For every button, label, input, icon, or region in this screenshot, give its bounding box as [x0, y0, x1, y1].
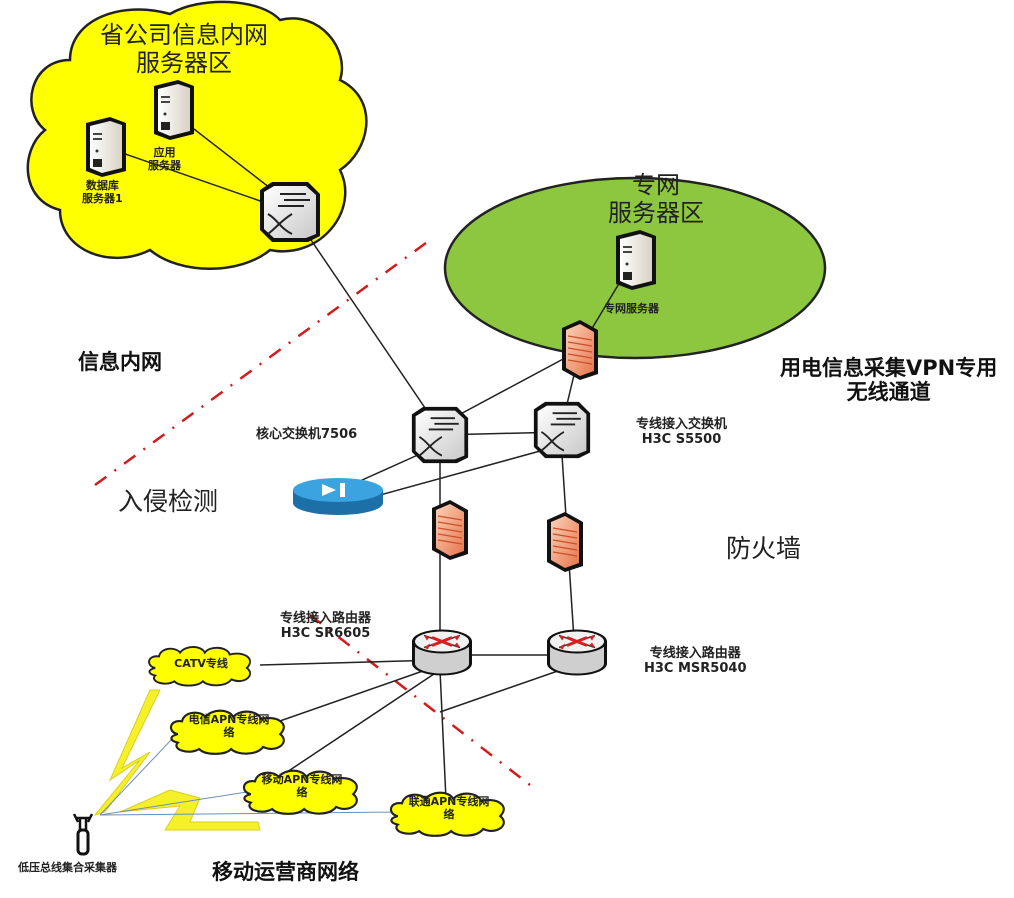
- router-right-icon[interactable]: [545, 627, 609, 678]
- router-left-label: 专线接入路由器 H3C SR6605: [280, 611, 372, 642]
- db-server-icon[interactable]: [86, 117, 126, 177]
- db-server-label-line1: 数据库: [85, 179, 119, 192]
- app-server-label: 应用 服务器: [148, 146, 181, 172]
- province-zone-title: 省公司信息内网 服务器区: [100, 21, 268, 77]
- cloud-telecom-label-line2: 络: [223, 725, 235, 739]
- wireless-links: [93, 689, 261, 831]
- access-switch-label-line2: H3C S5500: [641, 431, 722, 447]
- province-zone-title-line1: 省公司信息内网: [100, 21, 268, 49]
- firewall-top-icon[interactable]: [561, 319, 599, 381]
- cloud-unicom-label: 联通APN专线网 络: [385, 795, 513, 821]
- mobile-operator-label: 移动运营商网络: [212, 860, 359, 884]
- access-switch-label: 专线接入交换机 H3C S5500: [636, 417, 728, 448]
- core-switch-icon[interactable]: [410, 405, 470, 465]
- cloud-telecom-label: 电信APN专线网 络: [165, 713, 293, 739]
- cloud-unicom-label-line2: 络: [443, 807, 455, 821]
- app-server-label-line1: 应用: [153, 146, 176, 159]
- firewall-left-icon[interactable]: [431, 499, 469, 561]
- province-zone-title-line2: 服务器区: [136, 48, 232, 77]
- private-server-icon[interactable]: [616, 230, 656, 290]
- db-server-label-line2: 服务器1: [82, 191, 123, 205]
- ids-icon[interactable]: [293, 478, 383, 515]
- core-switch-label: 核心交换机7506: [256, 427, 358, 442]
- cloud-mobile-label-line1: 移动APN专线网: [261, 773, 343, 786]
- cloud-catv-label-line1: CATV专线: [174, 657, 228, 670]
- router-right-label: 专线接入路由器 H3C MSR5040: [644, 646, 747, 677]
- vpn-channel-label: 用电信息采集VPN专用 无线通道: [780, 356, 997, 404]
- cloud-mobile-label: 移动APN专线网 络: [238, 773, 366, 799]
- intrusion-detection-label: 入侵检测: [118, 487, 219, 516]
- router-left-label-line1: 专线接入路由器: [280, 611, 372, 626]
- cloud-telecom-label-line1: 电信APN专线网: [188, 713, 270, 726]
- private-server-label: 专网服务器: [604, 302, 659, 315]
- router-left-label-line2: H3C SR6605: [280, 625, 371, 641]
- access-switch-label-line1: 专线接入交换机: [636, 417, 728, 432]
- private-zone-title-line2: 服务器区: [608, 198, 704, 227]
- intranet-switch-icon[interactable]: [259, 181, 321, 243]
- cloud-catv-label: CATV专线: [138, 657, 264, 671]
- firewall-label: 防火墙: [726, 534, 802, 563]
- router-left-icon[interactable]: [410, 627, 474, 678]
- router-right-label-line2: H3C MSR5040: [644, 660, 747, 676]
- db-server-label: 数据库 服务器1: [82, 179, 123, 205]
- firewall-right-icon[interactable]: [546, 511, 584, 573]
- private-zone-title-line1: 专网: [632, 171, 680, 199]
- vpn-channel-line2: 无线通道: [846, 380, 931, 405]
- router-right-label-line1: 专线接入路由器: [649, 646, 741, 661]
- app-server-icon[interactable]: [154, 80, 194, 140]
- cloud-mobile-label-line2: 络: [296, 785, 308, 799]
- tower-icon[interactable]: [72, 813, 94, 856]
- info-intranet-label: 信息内网: [78, 350, 162, 374]
- app-server-label-line2: 服务器: [148, 158, 181, 172]
- vpn-channel-line1: 用电信息采集VPN专用: [780, 356, 998, 380]
- boundary-line-lower: [309, 614, 531, 786]
- cloud-unicom-label-line1: 联通APN专线网: [408, 795, 490, 808]
- private-zone-title: 专网 服务器区: [608, 171, 704, 227]
- access-switch-icon[interactable]: [532, 400, 592, 460]
- tower-label: 低压总线集合采集器: [18, 861, 117, 874]
